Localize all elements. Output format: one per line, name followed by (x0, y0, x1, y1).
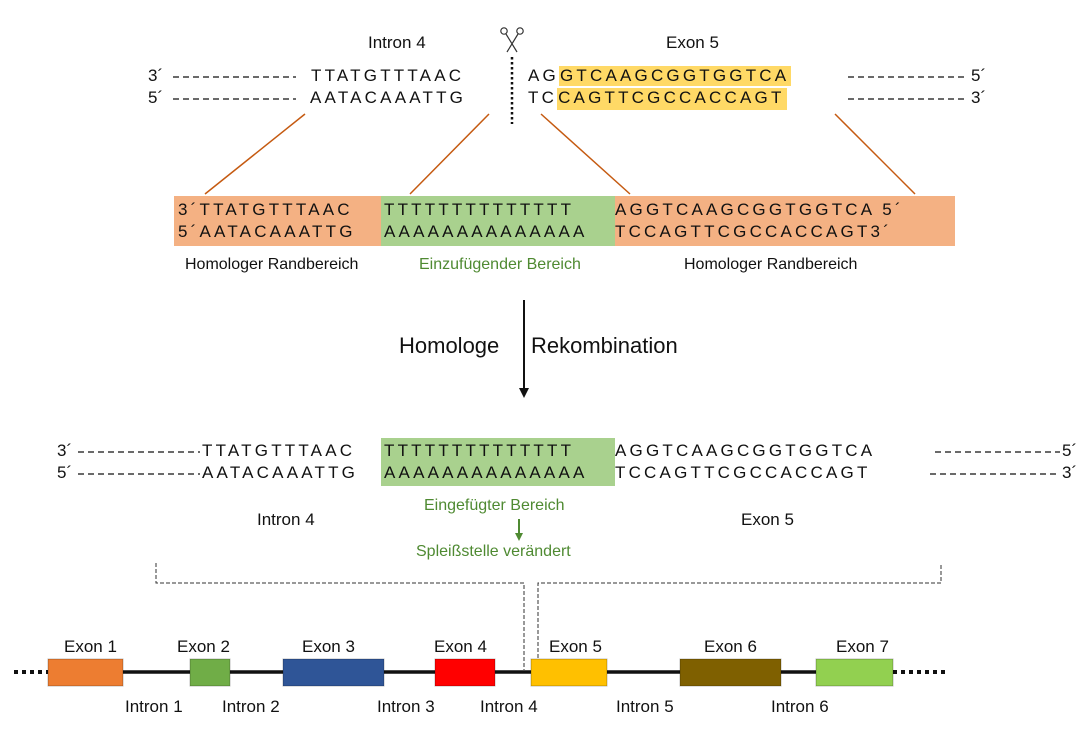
scissors-icon (500, 27, 524, 53)
exon-box-3 (282, 658, 385, 687)
process-arrow-head (519, 388, 529, 398)
intron-label: Intron 5 (616, 697, 674, 716)
exon-label: Exon 7 (836, 637, 889, 656)
strand-end-label: 5´ (57, 463, 73, 482)
exon-label-result: Exon 5 (741, 510, 794, 529)
exon-bottom-prefix: TC (528, 88, 558, 107)
exon-top-seq: GTCAAGCGGTGGTCA (558, 66, 792, 86)
homolog-label-left: Homologer Randbereich (185, 256, 359, 273)
intron-bottom-seq: AATACAAATTG (310, 88, 467, 107)
intron-label: Intron 3 (377, 697, 435, 716)
exon-label: Exon 3 (302, 637, 355, 656)
exon-box-1 (47, 658, 124, 687)
intron-label: Intron 6 (771, 697, 829, 716)
insert-region (381, 196, 615, 246)
strand-end-label: 5´ (148, 88, 164, 107)
exon-label: Exon 1 (64, 637, 117, 656)
homolog-label-right: Homologer Randbereich (684, 256, 858, 273)
intron-label: Intron 1 (125, 697, 183, 716)
donor-insert-bottom: AAAAAAAAAAAAAA (384, 222, 588, 241)
result-left-bottom: AATACAAATTG (202, 463, 359, 482)
connector-line (409, 113, 490, 195)
strand-end-label: 5´ (971, 66, 987, 85)
exon-box-7 (815, 658, 894, 687)
exon-box-6 (679, 658, 782, 687)
strand-end-label: 3´ (1062, 463, 1078, 482)
donor-right-top: AGGTCAAGCGGTGGTCA 5´ (615, 200, 904, 219)
homolog-region-right (615, 196, 955, 246)
strand-end-label: 3´ (971, 88, 987, 107)
result-right-bottom: TCCAGTTCGCCACCAGT (615, 463, 871, 482)
donor-left-bottom: 5´AATACAAATTG (178, 222, 356, 241)
connector-line (204, 113, 306, 195)
exon-label: Exon 4 (434, 637, 487, 656)
intron-label-top: Intron 4 (368, 33, 426, 52)
intron-top-seq: TTATGTTTAAC (311, 66, 465, 85)
result-insert-bottom: AAAAAAAAAAAAAA (384, 463, 588, 482)
donor-right-bottom: TCCAGTTCGCCACCAGT3´ (615, 222, 893, 241)
intron-label-result: Intron 4 (257, 510, 315, 529)
exon-label: Exon 2 (177, 637, 230, 656)
exon-label-top: Exon 5 (666, 33, 719, 52)
donor-left-top: 3´TTATGTTTAAC (178, 200, 353, 219)
process-label-right: Rekombination (531, 333, 678, 358)
exon-box-2 (189, 658, 231, 687)
connector-line (834, 113, 916, 195)
zoom-bracket (155, 563, 942, 670)
intron-label: Intron 4 (480, 697, 538, 716)
strand-end-label: 3´ (148, 66, 164, 85)
exon-bottom-seq-row: TCCAGTTCGCCACCAGT (528, 88, 787, 110)
splice-label: Spleißstelle verändert (416, 543, 571, 560)
splice-arrow-head (515, 533, 523, 541)
exon-label: Exon 5 (549, 637, 602, 656)
process-label-left: Homologe (399, 333, 500, 358)
connector-line (540, 113, 631, 195)
inserted-region (381, 438, 615, 486)
inserted-label: Eingefügter Bereich (424, 497, 565, 514)
strand-end-label: 5´ (1062, 441, 1078, 460)
exon-label: Exon 6 (704, 637, 757, 656)
result-left-top: TTATGTTTAAC (202, 441, 356, 460)
exon-box-4 (434, 658, 496, 687)
donor-insert-top: TTTTTTTTTTTTTT (384, 200, 575, 219)
result-right-top: AGGTCAAGCGGTGGTCA (615, 441, 876, 460)
insert-label: Einzufügender Bereich (419, 256, 581, 273)
strand-end-label: 3´ (57, 441, 73, 460)
exon-top-seq-row: AGGTCAAGCGGTGGTCA (528, 66, 792, 86)
exon-top-prefix: AG (528, 66, 559, 85)
homolog-region-left (174, 196, 381, 246)
result-insert-top: TTTTTTTTTTTTTT (384, 441, 575, 460)
exon-bottom-seq: CAGTTCGCCACCAGT (557, 88, 787, 110)
intron-label: Intron 2 (222, 697, 280, 716)
exon-box-5 (530, 658, 608, 687)
